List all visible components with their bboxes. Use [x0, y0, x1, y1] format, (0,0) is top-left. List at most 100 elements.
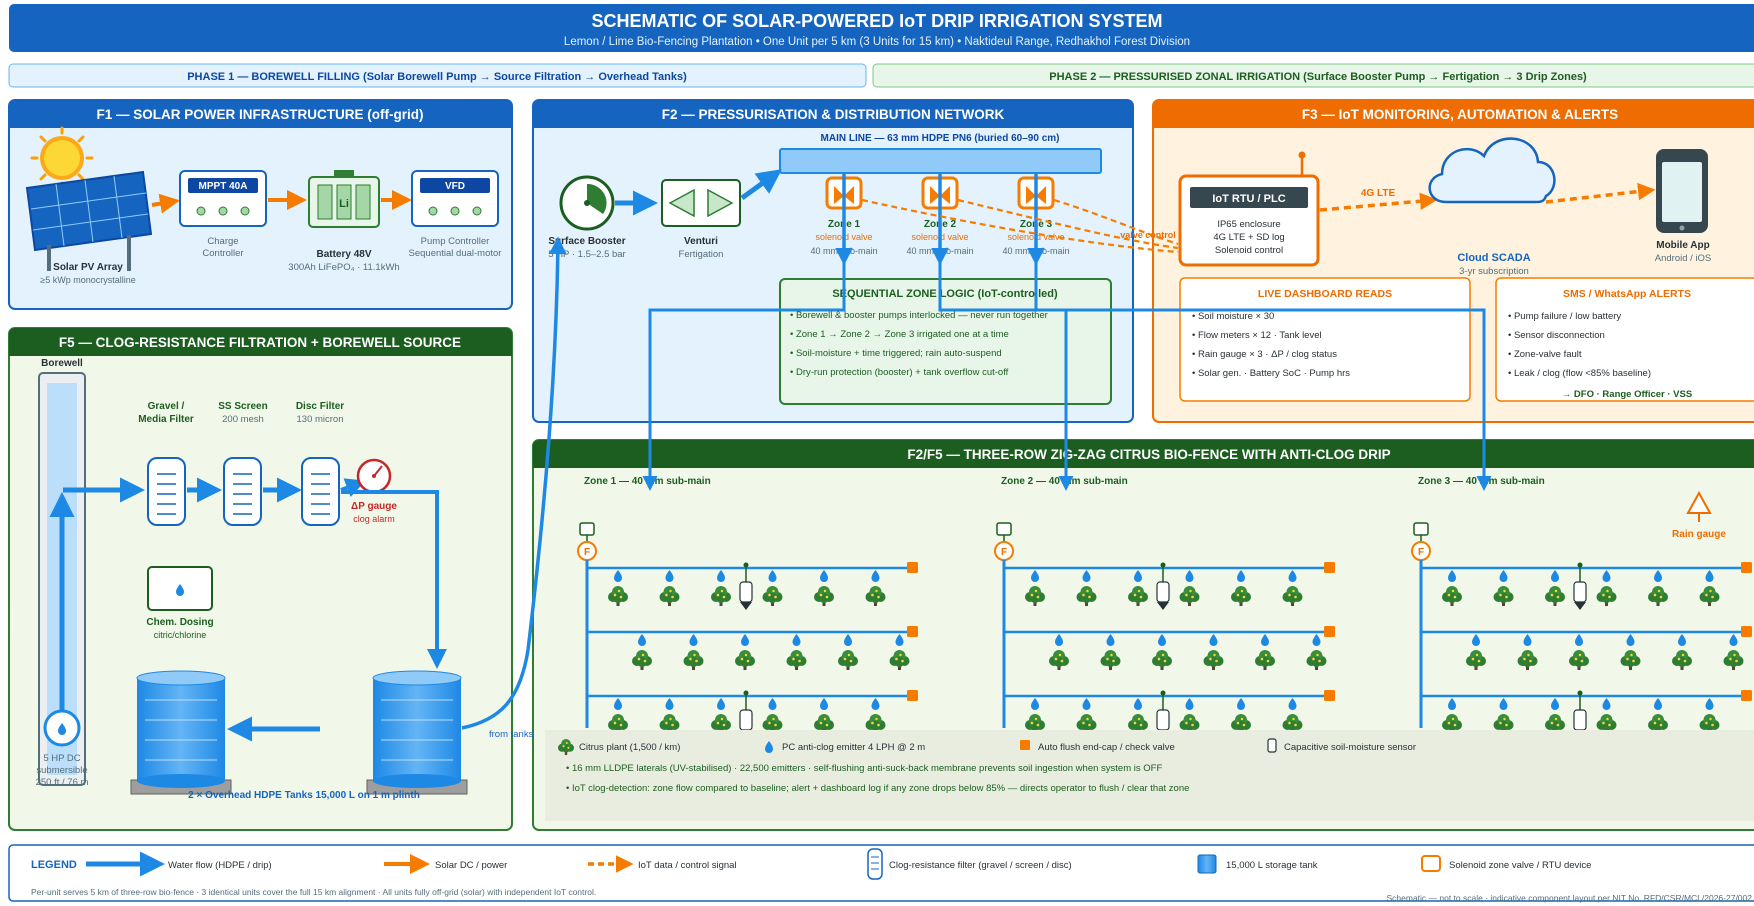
soil-moisture-sensor-icon: [739, 709, 753, 731]
flush-endcap-icon: [907, 562, 918, 573]
probe-head: [1160, 562, 1166, 568]
storage-tank-1: [130, 670, 232, 795]
flush-endcap-icon: [1741, 626, 1752, 637]
phase1-label: PHASE 1 — BOREWELL FILLING (Solar Borewe…: [187, 71, 687, 83]
flush-endcap-icon: [907, 690, 918, 701]
gravel-label-2: Media Filter: [138, 414, 194, 425]
water-flow-network: from tanks: [461, 172, 1492, 740]
screen-label: SS Screen: [218, 401, 267, 412]
rtu-tag: IoT RTU / PLC: [1212, 193, 1285, 205]
f1-title: F1 — SOLAR POWER INFRASTRUCTURE (off-gri…: [97, 107, 424, 122]
gauge-label: ΔP gauge: [351, 501, 397, 512]
logic-title: SEQUENTIAL ZONE LOGIC (IoT-controlled): [832, 288, 1058, 300]
gravel-label-1: Gravel /: [148, 401, 185, 412]
key-item-2: PC anti-clog emitter 4 LPH @ 2 m: [782, 742, 925, 753]
cloud-label: Cloud SCADA: [1457, 252, 1530, 264]
f2-panel: F2 — PRESSURISATION & DISTRIBUTION NETWO…: [532, 99, 1134, 423]
soil-sensor-icon: [579, 522, 595, 536]
sensor-tip: [1574, 602, 1586, 610]
logic-item-4: • Dry-run protection (booster) + tank ov…: [790, 367, 1009, 378]
field-note-2: • IoT clog-detection: zone flow compared…: [566, 783, 1189, 794]
disc-filter-icon: [301, 457, 340, 526]
cloud-sublabel: 3-yr subscription: [1459, 266, 1529, 277]
iot-control-lines: valve control: [861, 198, 1179, 254]
soil-sensor-icon: [996, 522, 1012, 536]
flush-endcap-icon: [1324, 562, 1335, 573]
f3-title: F3 — IoT MONITORING, AUTOMATION & ALERTS: [1302, 107, 1618, 122]
mobile-phone-icon: [1656, 149, 1708, 233]
borewell-label: Borewell: [41, 358, 83, 369]
legend-item-water: Water flow (HDPE / drip): [168, 860, 272, 871]
flush-endcap-icon: [1741, 690, 1752, 701]
mppt-controller: MPPT 40A: [179, 170, 267, 227]
soil-sensor-icon: [1413, 522, 1429, 536]
field-panel: F2/F5 — THREE-ROW ZIG-ZAG CITRUS BIO-FEN…: [532, 439, 1754, 831]
dashboard-item-1: • Soil moisture × 30: [1192, 311, 1274, 322]
iot-arrow-cloud-app: [1545, 182, 1656, 204]
rtu-line-2: 4G LTE + SD log: [1213, 232, 1284, 243]
phase2-banner: PHASE 2 — PRESSURISED ZONAL IRRIGATION (…: [872, 63, 1754, 88]
flow-meter-label: F: [584, 547, 590, 558]
dashboard-title: LIVE DASHBOARD READS: [1258, 288, 1392, 300]
f5-panel: F5 — CLOG-RESISTANCE FILTRATION + BOREWE…: [8, 327, 513, 831]
app-label: Mobile App: [1656, 240, 1710, 251]
f2-title: F2 — PRESSURISATION & DISTRIBUTION NETWO…: [662, 107, 1005, 122]
battery-mark: Li: [339, 198, 349, 210]
logic-item-2: • Zone 1 → Zone 2 → Zone 3 irrigated one…: [790, 329, 1009, 340]
flow-meter-label: F: [1001, 547, 1007, 558]
zone3-submain-label: Zone 3 — 40 mm sub-main: [1418, 476, 1545, 487]
zone-logic-box: SEQUENTIAL ZONE LOGIC (IoT-controlled) •…: [779, 278, 1112, 405]
battery-icon: Li: [308, 170, 380, 228]
alerts-item-2: • Sensor disconnection: [1508, 330, 1605, 341]
rtu-device: IoT RTU / PLC IP65 enclosure 4G LTE + SD…: [1178, 151, 1320, 267]
drip-zone-1: F: [577, 522, 918, 738]
flush-endcap-icon: [1324, 626, 1335, 637]
disc-label: Disc Filter: [296, 401, 344, 412]
probe-head: [743, 562, 749, 568]
pump-label-1: 5 HP DC: [43, 753, 80, 764]
from-tanks-label: from tanks: [489, 729, 534, 740]
gravel-filter-icon: [147, 457, 186, 526]
key-item-1: Citrus plant (1,500 / km): [579, 742, 680, 753]
footer-note-left: Per-unit serves 5 km of three-row bio-fe…: [31, 887, 596, 897]
dashboard-item-2: • Flow meters × 12 · Tank level: [1192, 330, 1322, 341]
alerts-box: SMS / WhatsApp ALERTS • Pump failure / l…: [1495, 277, 1754, 402]
f3-panel: F3 — IoT MONITORING, AUTOMATION & ALERTS…: [1152, 99, 1754, 423]
soil-moisture-sensor-icon: [739, 581, 753, 603]
legend-filter-icon: [867, 848, 883, 880]
pv-label: Solar PV Array: [53, 262, 123, 273]
flush-endcap-icon: [907, 626, 918, 637]
legend-tank-icon: [1197, 854, 1217, 874]
probe-head: [1160, 690, 1166, 696]
soil-moisture-sensor-icon: [1573, 581, 1587, 603]
field-key-box: [545, 730, 1754, 821]
sun-icon: [30, 126, 94, 190]
probe-head: [1577, 690, 1583, 696]
venturi-icon: [661, 179, 741, 227]
rain-gauge-label: Rain gauge: [1672, 529, 1726, 540]
venturi-label: Venturi: [684, 236, 718, 247]
disc-sublabel: 130 micron: [297, 414, 344, 425]
pressure-gauge-icon: [356, 458, 392, 494]
dosing-label: Chem. Dosing: [146, 617, 213, 628]
legend-item-tank: 15,000 L storage tank: [1226, 860, 1318, 871]
vfd-tag: VFD: [445, 181, 465, 192]
dashboard-box: LIVE DASHBOARD READS • Soil moisture × 3…: [1179, 277, 1471, 402]
mppt-label-2: Controller: [202, 248, 243, 259]
drip-zone-2: F: [994, 522, 1335, 738]
logic-item-3: • Soil-moisture + time triggered; rain a…: [790, 348, 1002, 359]
dosing-unit-icon: [147, 566, 213, 611]
pump-label-2: submersible: [36, 765, 87, 776]
battery-sublabel: 300Ah LiFePO₄ · 11.1kWh: [288, 262, 399, 273]
probe-head: [1577, 562, 1583, 568]
mppt-tag: MPPT 40A: [199, 181, 248, 192]
storage-tank-2: [366, 670, 468, 795]
water-pipe-to-tank: [341, 490, 447, 669]
drip-zone-3: F: [1411, 522, 1752, 738]
screen-sublabel: 200 mesh: [222, 414, 264, 425]
alerts-item-4: • Leak / clog (flow <85% baseline): [1508, 368, 1651, 379]
legend-bar: LEGEND Water flow (HDPE / drip) Solar DC…: [8, 844, 1754, 903]
solar-panel-icon: [25, 170, 153, 271]
lte-label: 4G LTE: [1361, 188, 1396, 199]
